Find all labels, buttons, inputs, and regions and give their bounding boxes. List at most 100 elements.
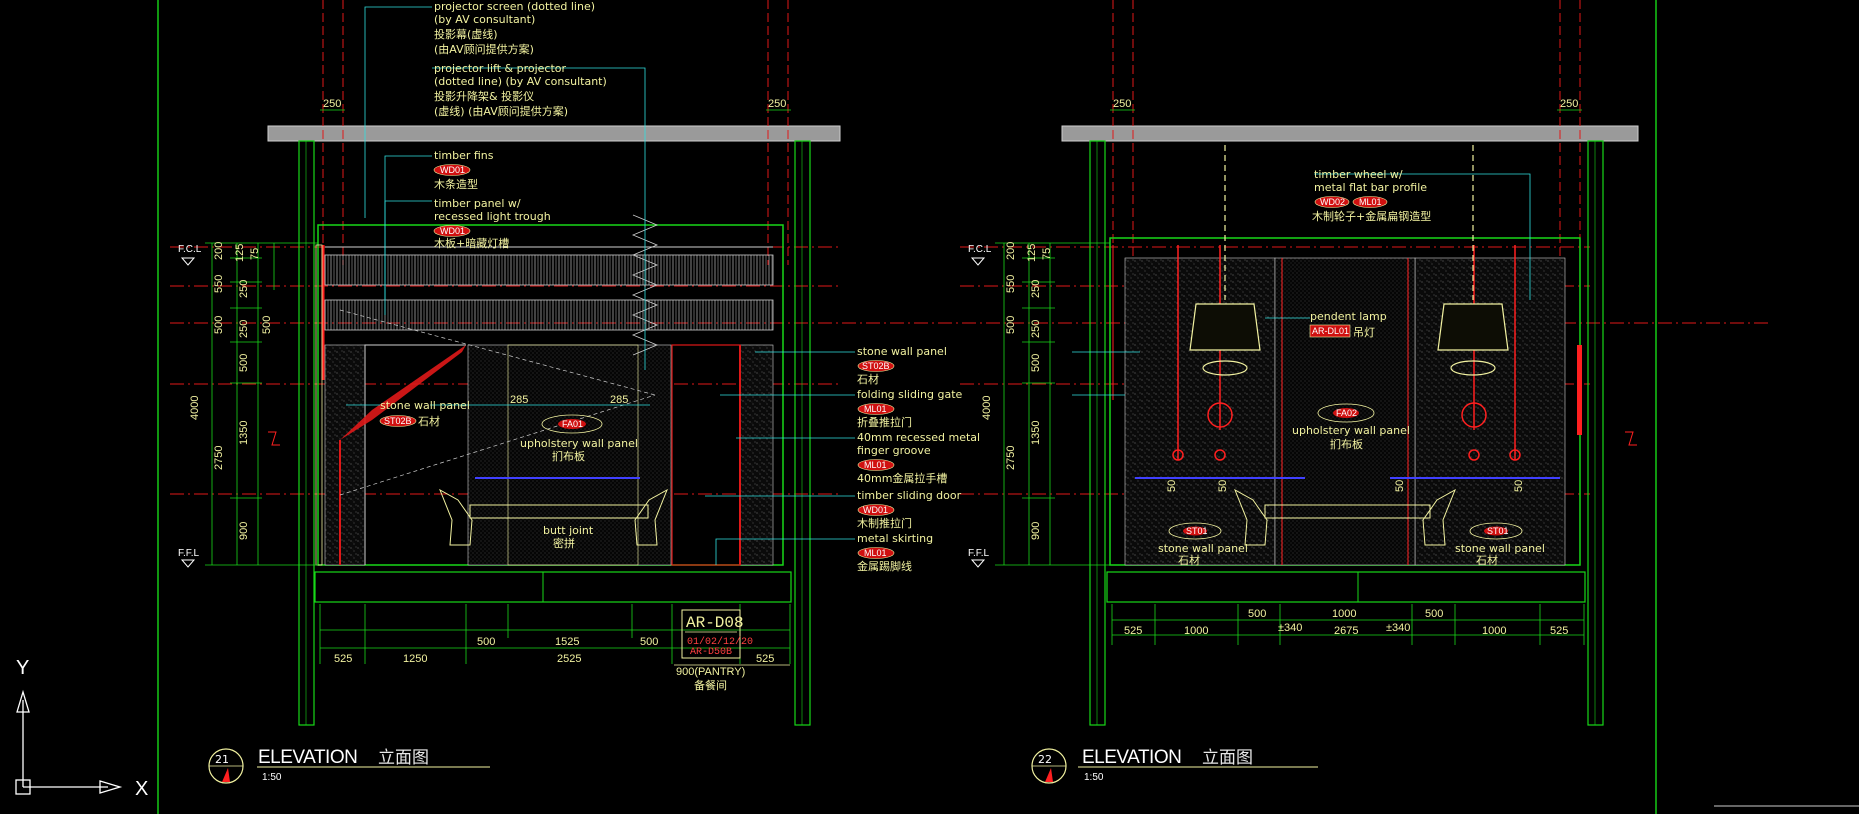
dim-v-4000: 4000 [189, 396, 201, 420]
tag-st01-a: ST01 [1186, 526, 1208, 536]
tag-fa01: FA01 [562, 419, 583, 429]
annotation-finger-groove-2: finger groove [857, 444, 931, 457]
dim-v-50b: 50 [1217, 480, 1229, 492]
annotation-stone-wall-panel: stone wall panel [857, 345, 947, 358]
ref-box-line2: AR-D50B [690, 647, 732, 658]
dim-r-bottom-500-b: 500 [1425, 608, 1443, 620]
dim-v-1350: 1350 [238, 421, 250, 445]
dim-bottom-1250: 1250 [403, 653, 427, 665]
annotation-timber-wheel-1: timber wheel w/ [1314, 168, 1403, 181]
dim-r-bottom-340-a: ±340 [1278, 622, 1302, 634]
annotation-projector-lift-4: (虚线) (由AV顾问提供方案) [434, 104, 568, 118]
annotation-upholstery-right-cn: 扪布板 [1330, 437, 1363, 451]
title-number-21: 21 [215, 753, 229, 766]
dim-r-bottom-340-b: ±340 [1386, 622, 1410, 634]
dim-v-50d: 50 [1513, 480, 1525, 492]
dim-pantry: 900(PANTRY) [676, 666, 745, 678]
dim-r-bottom-525-a: 525 [1124, 625, 1142, 637]
annotation-timber-wheel-cn: 木制轮子+金属扁钢造型 [1312, 209, 1431, 223]
level-ffl-left: F.F.L [178, 548, 200, 559]
annotation-timber-fins: timber fins [434, 149, 494, 162]
dim-pantry-cn: 备餐间 [694, 678, 727, 692]
dim-r-bottom-2675: 2675 [1334, 625, 1358, 637]
ceiling-slab [267, 125, 841, 142]
dim-v-200: 200 [213, 242, 225, 260]
tag-ml01-gate: ML01 [864, 404, 887, 414]
tag-wd01-door: WD01 [863, 505, 888, 515]
annotation-pendant-lamp: pendent lamp [1310, 310, 1387, 323]
ceiling-slab [1061, 125, 1639, 142]
tag-wd02: WD02 [1320, 197, 1345, 207]
dim-bottom-2525: 2525 [557, 653, 581, 665]
dim-v-75-r: 75 [1041, 248, 1053, 260]
annotation-stone-wall-panel-cn: 石材 [857, 372, 879, 386]
annotation-finger-groove-1: 40mm recessed metal [857, 431, 980, 444]
annotation-finger-groove-cn: 40mm金属拉手槽 [857, 471, 947, 485]
tag-ar-dl01: AR-DL01 [1312, 326, 1349, 336]
dim-v-500a: 500 [213, 316, 225, 334]
ucs-icon [15, 689, 123, 795]
detail-reference-box [681, 609, 741, 659]
title-scale-21: 1:50 [262, 772, 282, 783]
dim-bottom-525-a: 525 [334, 653, 352, 665]
dim-r-bottom-1000: 1000 [1332, 608, 1356, 620]
title-cn-22: 立面图 [1202, 748, 1253, 768]
annotation-projector-screen-1: projector screen (dotted line) [434, 0, 595, 13]
dim-v-2750: 2750 [213, 446, 225, 470]
level-fcl-right: F.C.L [968, 244, 992, 255]
dim-top-250-a: 250 [323, 98, 341, 110]
tag-ml01-groove: ML01 [864, 460, 887, 470]
dim-v-200-r: 200 [1005, 242, 1017, 260]
annotation-projector-lift-1: projector lift & projector [434, 62, 567, 75]
elevation-22 [995, 0, 1639, 726]
title-elevation-22: ELEVATION [1082, 747, 1181, 768]
annotation-timber-door: timber sliding door [857, 489, 962, 502]
dim-v-2750-r: 2750 [1005, 446, 1017, 470]
dim-v-500c: 500 [261, 316, 273, 334]
dim-v-250b-r: 250 [1030, 320, 1042, 338]
dim-bottom-500-a: 500 [477, 636, 495, 648]
dim-v-125-r: 125 [1026, 244, 1038, 262]
annotation-folding-gate-cn: 折叠推拉门 [857, 415, 912, 429]
elevation-21 [205, 0, 855, 726]
dim-v-550: 550 [213, 275, 225, 293]
dim-bottom-525-b: 525 [756, 653, 774, 665]
dim-v-500a-r: 500 [1005, 316, 1017, 334]
dim-h-285b: 285 [610, 394, 628, 406]
title-cn-21: 立面图 [378, 748, 429, 768]
level-fcl-left: F.C.L [178, 244, 202, 255]
ucs-y-label: Y [16, 657, 29, 679]
dim-r-bottom-525-b: 525 [1550, 625, 1568, 637]
dim-v-550-r: 550 [1005, 275, 1017, 293]
dim-v-250a: 250 [238, 280, 250, 298]
dim-v-900: 900 [238, 522, 250, 540]
ref-box-line1: 01/02/12/20 [687, 636, 753, 648]
annotation-upholstery-left: upholstery wall panel [520, 437, 638, 450]
dim-h-285a: 285 [510, 394, 528, 406]
title-scale-22: 1:50 [1084, 772, 1104, 783]
tag-wd01-panel: WD01 [440, 226, 465, 236]
annotation-stone-right-b-cn: 石材 [1476, 553, 1498, 567]
tag-fa02: FA02 [1336, 408, 1357, 418]
ref-box-code: AR-D08 [686, 614, 744, 632]
annotation-upholstery-right: upholstery wall panel [1292, 424, 1410, 437]
annotation-projector-screen-4: (由AV顾问提供方案) [434, 42, 534, 56]
annotation-stone-right-a: stone wall panel [1158, 542, 1248, 555]
annotation-stone-left-cn: 石材 [418, 414, 440, 428]
dim-bottom-500-b: 500 [640, 636, 658, 648]
annotation-timber-wheel-2: metal flat bar profile [1314, 181, 1427, 194]
annotation-butt-joint-cn: 密拼 [553, 536, 575, 550]
dim-v-50c: 50 [1394, 480, 1406, 492]
dim-r-bottom-1000-b: 1000 [1482, 625, 1506, 637]
level-ffl-right: F.F.L [968, 548, 990, 559]
dim-v-250a-r: 250 [1030, 280, 1042, 298]
annotation-timber-door-cn: 木制推拉门 [857, 516, 912, 530]
dim-top-250-c: 250 [1113, 98, 1131, 110]
dim-r-bottom-1000-a: 1000 [1184, 625, 1208, 637]
annotation-stone-right-a-cn: 石材 [1178, 553, 1200, 567]
dim-v-75: 75 [249, 248, 261, 260]
annotation-timber-panel-2: recessed light trough [434, 210, 551, 223]
dim-top-250-b: 250 [768, 98, 786, 110]
dim-v-250b: 250 [238, 320, 250, 338]
